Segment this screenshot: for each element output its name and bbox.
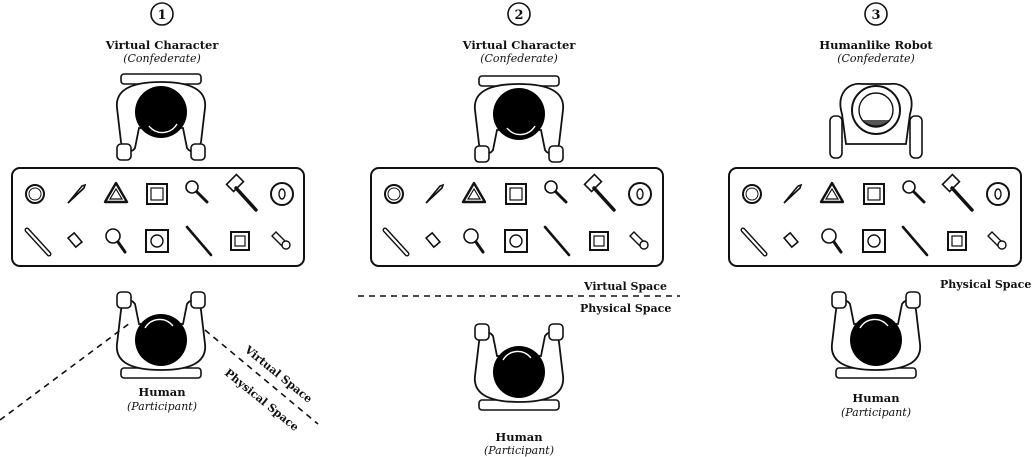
panel-2: 2 Virtual Character (Confederate) Virtua… [358,2,680,457]
panel-1: 1 Virtual Character (Confederate) Virtua… [0,2,319,434]
space-boundary-left [0,322,131,421]
panel-number: 1 [157,8,166,23]
physical-space-label: Physical Space [940,278,1031,291]
virtual-character-figure [473,75,565,163]
humanlike-robot-figure [829,82,923,159]
human-role: (Participant) [841,406,911,419]
panel-number: 3 [871,8,880,23]
space-boundary-right [204,329,319,425]
partner-role: (Confederate) [480,52,558,65]
panel-number-badge [150,2,174,26]
human-label: Human [495,430,543,444]
physical-space-label: Physical Space [580,302,671,315]
panel-number: 2 [514,8,523,23]
partner-role: (Confederate) [837,52,915,65]
virtual-character-figure [115,73,207,161]
human-role: (Participant) [484,444,554,457]
partner-role: (Confederate) [123,52,201,65]
human-participant-figure [115,291,207,379]
partner-label: Virtual Character [105,38,220,52]
partner-label: Virtual Character [462,38,577,52]
human-participant-figure [830,291,922,379]
panel-number-badge [864,2,888,26]
human-participant-figure [473,323,565,411]
human-role: (Participant) [127,400,197,413]
panel-3: 3 Humanlike Robot (Confederate) Physical… [728,2,1031,419]
virtual-space-label: Virtual Space [583,280,667,293]
human-label: Human [138,385,186,399]
partner-label: Humanlike Robot [819,38,933,52]
panel-number-badge [507,2,531,26]
human-label: Human [852,391,900,405]
